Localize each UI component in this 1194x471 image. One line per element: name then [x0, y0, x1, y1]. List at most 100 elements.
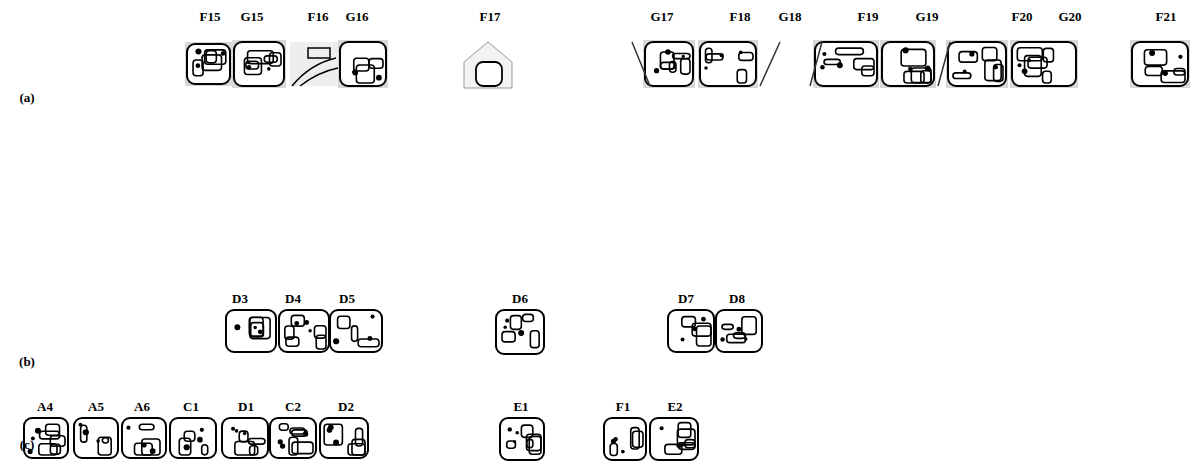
glyph-dot — [235, 429, 239, 433]
glyph-dot — [352, 70, 358, 76]
glyph-outline — [882, 42, 934, 86]
glyph-dot — [243, 432, 247, 436]
glyph-coordinate: E1 — [513, 400, 528, 413]
glyph-dot — [1149, 50, 1155, 56]
eroded-block — [464, 42, 512, 88]
glyph-dot — [822, 52, 826, 56]
glyph-coordinate: D3 — [232, 292, 248, 305]
glyph-element — [610, 443, 617, 455]
glyph-dot — [736, 327, 741, 332]
glyph-coordinate: G16 — [345, 10, 368, 23]
glyph-element — [1144, 50, 1166, 65]
glyph-dot — [704, 66, 707, 69]
glyph-dot — [654, 68, 659, 73]
glyph-dot — [908, 67, 912, 71]
stipple-ground — [338, 40, 388, 88]
glyph-dot — [221, 51, 226, 56]
glyph-outline — [226, 310, 276, 352]
glyph-dot — [518, 330, 524, 336]
glyph-dot — [280, 443, 285, 448]
glyph-dot — [994, 65, 998, 69]
glyph-coordinate: F21 — [1156, 10, 1177, 23]
glyph-element — [239, 431, 248, 442]
glyph-dot — [328, 424, 334, 430]
glyph-outline — [74, 418, 118, 458]
stipple-ground — [946, 40, 1008, 88]
glyph-dot — [258, 329, 263, 334]
glyph-element — [290, 428, 305, 434]
glyph-element — [324, 424, 342, 445]
glyph-element — [354, 58, 369, 71]
glyph-dot — [126, 426, 130, 430]
glyph-dot — [197, 437, 203, 443]
glyph-element — [681, 59, 690, 74]
glyph-element — [742, 317, 756, 335]
glyph-coordinate: F16 — [308, 10, 329, 23]
glyph-coordinate: D1 — [238, 400, 254, 413]
glyph-outline — [948, 42, 1006, 86]
glyph-dot — [503, 326, 506, 329]
glyph-element — [502, 332, 515, 342]
glyph-dot — [267, 67, 271, 71]
stipple-ground — [643, 40, 695, 88]
glyph-coordinate: F20 — [1012, 10, 1033, 23]
glyph-element — [1161, 71, 1185, 83]
glyph-dot — [35, 428, 41, 434]
glyph-coordinate: G20 — [1058, 10, 1081, 23]
glyph-outline — [1012, 42, 1076, 86]
glyph-dot — [1022, 68, 1028, 74]
glyph-dot — [903, 47, 909, 53]
stipple-ground — [1130, 40, 1190, 88]
glyph-coordinate: D6 — [512, 292, 528, 305]
glyph-dot — [739, 51, 743, 55]
glyph-dot — [234, 324, 240, 330]
glyph-dot — [681, 337, 685, 341]
glyph-element — [722, 324, 733, 329]
stipple-ground — [185, 42, 232, 86]
glyph-element — [285, 326, 294, 339]
glyph-element — [921, 71, 931, 83]
glyph-outline — [279, 310, 329, 352]
glyph-element — [206, 51, 216, 63]
glyph-coordinate: G17 — [650, 10, 673, 23]
glyph-element — [205, 50, 226, 64]
glyph-dot — [247, 65, 251, 69]
glyph-element — [39, 444, 57, 455]
glyph-dot — [200, 428, 204, 432]
glyph-outline — [645, 42, 693, 86]
glyph-element — [139, 424, 154, 429]
glyph-element — [102, 438, 108, 443]
glyph-element — [862, 66, 874, 76]
eroded-block — [290, 42, 338, 86]
glyph-dot — [837, 62, 843, 68]
glyph-dot — [376, 75, 382, 81]
glyph-dot — [304, 320, 309, 325]
glyph-dot — [682, 55, 685, 58]
glyph-coordinate: A6 — [134, 400, 150, 413]
glyph-dot — [720, 337, 724, 341]
glyph-element — [279, 424, 288, 431]
stipple-ground — [232, 40, 286, 88]
glyph-dot — [744, 337, 747, 340]
glyph-element — [355, 428, 362, 446]
glyph-element — [737, 70, 746, 83]
glyph-element — [854, 59, 874, 70]
glyph-dot — [660, 426, 664, 430]
row-label: (a) — [19, 91, 34, 104]
glyph-element — [250, 446, 258, 455]
glyph-dot — [253, 326, 256, 329]
glyph-element — [269, 53, 281, 66]
glyph-element — [1025, 56, 1042, 77]
glyph-element — [530, 331, 539, 348]
glyph-dot — [681, 443, 685, 447]
glyph-element — [521, 425, 532, 437]
glyph-element — [46, 424, 60, 435]
glyph-element — [50, 436, 65, 447]
glyph-dot — [505, 319, 509, 323]
glyph-outline — [604, 418, 646, 460]
glyph-dot — [925, 65, 931, 71]
glyph-dot — [231, 427, 235, 431]
glyph-coordinate: F15 — [200, 10, 221, 23]
glyph-element — [1043, 48, 1053, 62]
glyph-coordinate: G19 — [915, 10, 938, 23]
